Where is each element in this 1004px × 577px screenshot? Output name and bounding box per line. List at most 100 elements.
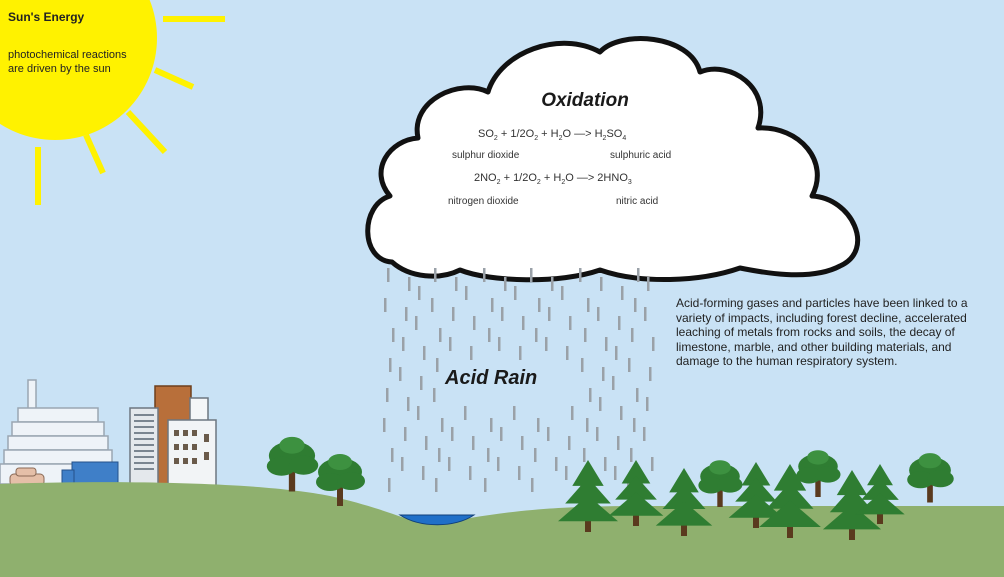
rain-drop <box>465 286 468 300</box>
rain-drop <box>519 346 522 360</box>
sun-ray <box>153 67 195 90</box>
rain-drop <box>439 328 442 342</box>
sun-note: photochemical reactions are driven by th… <box>8 49 127 75</box>
conifer-tree <box>855 464 905 524</box>
rain-drop <box>498 337 501 351</box>
rain-drop <box>402 337 405 351</box>
rain-drop <box>599 397 602 411</box>
ground <box>0 482 1004 577</box>
rain-drop <box>643 427 646 441</box>
rain-drop <box>584 328 587 342</box>
conifer-tree <box>822 470 882 540</box>
rain-drop <box>500 427 503 441</box>
rain-drop <box>441 418 444 432</box>
cloud <box>365 36 861 283</box>
rain-drop <box>464 406 467 420</box>
rain-drop <box>488 328 491 342</box>
rain-drop <box>388 478 391 492</box>
rain-drop <box>628 358 631 372</box>
rain-drop <box>548 307 551 321</box>
rain-drop <box>490 418 493 432</box>
rain-drop <box>617 436 620 450</box>
broadleaf-tree <box>316 454 365 506</box>
rain-drop <box>649 367 652 381</box>
rain-drop <box>422 466 425 480</box>
rain-drop <box>615 346 618 360</box>
rain-drop <box>455 277 458 291</box>
rain-drop <box>407 397 410 411</box>
broadleaf-trees <box>266 436 954 507</box>
rain-drop <box>579 268 582 282</box>
rain-drop <box>504 277 507 291</box>
rain-drop <box>434 268 437 282</box>
rain-drop <box>521 436 524 450</box>
rain-drop <box>630 448 633 462</box>
rain-drop <box>647 277 650 291</box>
rain-drop <box>631 328 634 342</box>
rain-drop <box>612 376 615 390</box>
rain-drop <box>586 418 589 432</box>
nitrogen-dioxide-label: nitrogen dioxide <box>448 196 519 207</box>
rain-drop <box>399 367 402 381</box>
sun-ray <box>125 109 168 155</box>
rain-drop <box>418 286 421 300</box>
chimney <box>27 379 37 411</box>
rain-drop <box>473 316 476 330</box>
conifer-tree <box>759 464 821 538</box>
rain-drop <box>386 388 389 402</box>
sun <box>0 0 225 205</box>
rain-drop <box>425 436 428 450</box>
rain-drop <box>451 427 454 441</box>
sun-ray <box>83 133 106 175</box>
rain-drop <box>483 268 486 282</box>
rain-drop <box>383 418 386 432</box>
cloud-title: Oxidation <box>541 90 629 111</box>
rain-drop <box>644 307 647 321</box>
rain-drop <box>551 277 554 291</box>
rain-drop <box>618 316 621 330</box>
rain-drop <box>637 268 640 282</box>
rain-drop <box>384 298 387 312</box>
rain-drop <box>389 358 392 372</box>
rain-drop <box>555 457 558 471</box>
rain-drop <box>415 316 418 330</box>
rain-drop <box>565 466 568 480</box>
conifer-tree <box>558 460 618 532</box>
rain-drop <box>537 418 540 432</box>
broadleaf-tree <box>907 453 954 503</box>
sulphuric-acid-equation: SO2 + 1/2O2 + H2O —> H2SO4 <box>478 128 627 143</box>
cloud-shape <box>365 36 861 283</box>
conifer-tree <box>728 462 784 528</box>
rain-drop <box>491 298 494 312</box>
rain-drop <box>448 457 451 471</box>
rain-drop <box>401 457 404 471</box>
rain-drop <box>600 277 603 291</box>
sun-disc <box>0 0 157 140</box>
rain-drop <box>602 367 605 381</box>
conifer-tree <box>655 468 713 536</box>
rain-drop <box>583 448 586 462</box>
nitric-acid-equation: 2NO2 + 1/2O2 + H2O —> 2HNO3 <box>474 172 632 187</box>
rain-drop <box>545 337 548 351</box>
rain-drop <box>535 328 538 342</box>
rain-drop <box>404 427 407 441</box>
rain-drop <box>514 286 517 300</box>
sulphuric-acid-label: sulphuric acid <box>610 150 672 161</box>
rain-drop <box>568 436 571 450</box>
rain-drop <box>431 298 434 312</box>
rain-drop <box>518 466 521 480</box>
rain-drop <box>605 337 608 351</box>
building-tier <box>7 435 109 451</box>
rain-drop <box>513 406 516 420</box>
rain-drop <box>423 346 426 360</box>
conifer-trees <box>558 460 905 540</box>
rain-drop <box>587 298 590 312</box>
rain-drop <box>636 388 639 402</box>
rain-drop <box>391 448 394 462</box>
rain-drop <box>566 346 569 360</box>
rain-drop <box>470 346 473 360</box>
building-tier <box>17 407 99 423</box>
water-pond <box>398 514 476 526</box>
acid-rain-label: Acid Rain <box>445 367 538 389</box>
